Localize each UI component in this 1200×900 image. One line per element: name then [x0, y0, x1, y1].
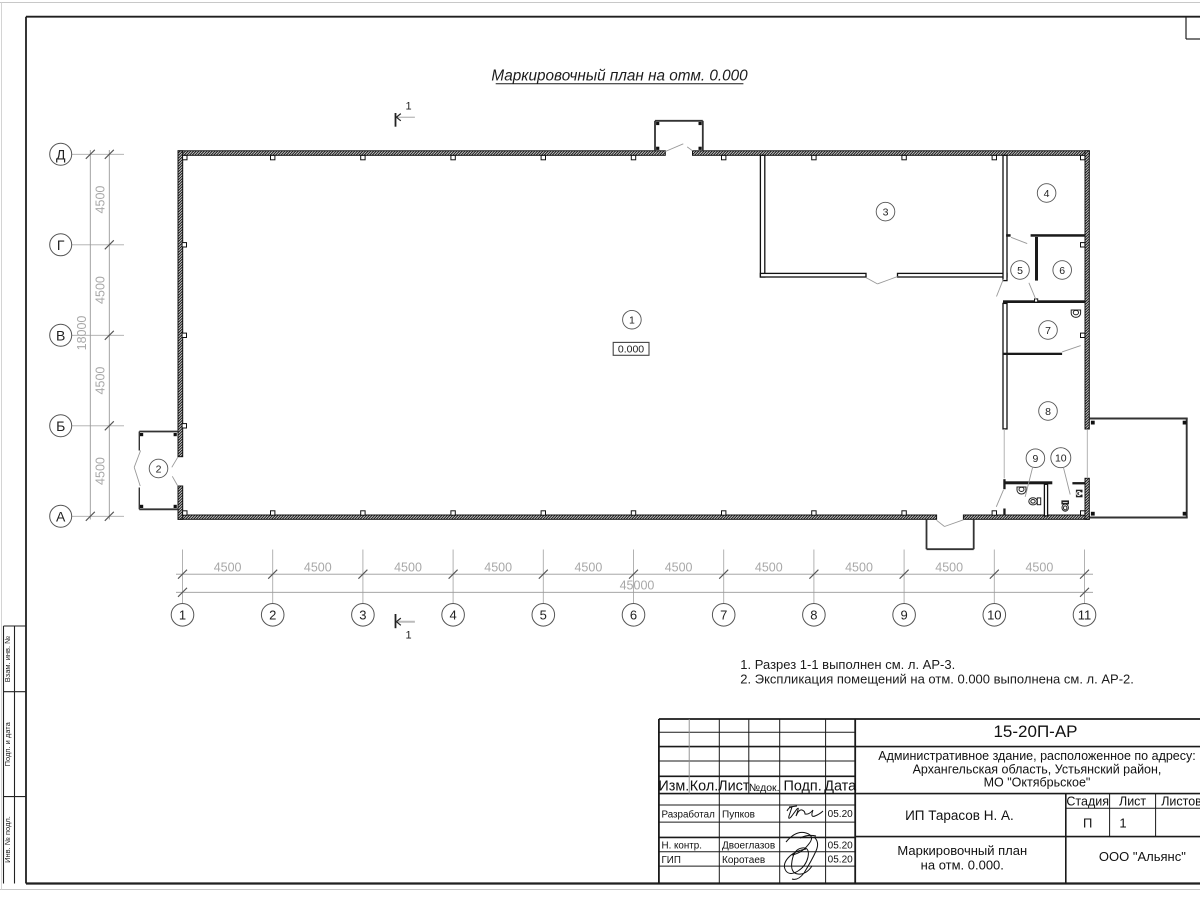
- svg-text:Кол.: Кол.: [690, 778, 718, 794]
- svg-text:05.20: 05.20: [828, 855, 853, 866]
- svg-text:на отм. 0.000.: на отм. 0.000.: [921, 858, 1004, 873]
- svg-text:4: 4: [1044, 188, 1050, 200]
- svg-text:4500: 4500: [574, 561, 602, 575]
- svg-text:05.20: 05.20: [828, 809, 853, 820]
- svg-text:10: 10: [987, 607, 1001, 622]
- svg-text:4500: 4500: [394, 561, 422, 575]
- svg-text:3: 3: [359, 607, 366, 622]
- svg-text:ГИП: ГИП: [662, 855, 681, 866]
- svg-text:5: 5: [540, 607, 547, 622]
- svg-text:Лист: Лист: [1119, 794, 1146, 808]
- svg-text:1: 1: [1119, 816, 1126, 831]
- svg-text:4500: 4500: [304, 561, 332, 575]
- svg-text:Листов: Листов: [1161, 794, 1200, 808]
- svg-text:6: 6: [630, 607, 637, 622]
- svg-text:Разработал: Разработал: [662, 810, 716, 821]
- svg-text:Маркировочный план: Маркировочный план: [897, 843, 1027, 858]
- svg-text:ИП Тарасов Н. А.: ИП Тарасов Н. А.: [905, 808, 1014, 823]
- svg-text:4500: 4500: [94, 457, 108, 485]
- svg-text:Маркировочный план на отм. 0.0: Маркировочный план на отм. 0.000: [491, 67, 748, 84]
- svg-text:45000: 45000: [620, 579, 655, 593]
- svg-text:В: В: [56, 327, 65, 343]
- svg-text:0.000: 0.000: [618, 344, 644, 356]
- svg-text:7: 7: [720, 607, 727, 622]
- svg-text:18000: 18000: [75, 316, 89, 351]
- svg-text:8: 8: [1045, 406, 1051, 418]
- svg-text:4500: 4500: [94, 186, 108, 214]
- svg-text:1: 1: [405, 630, 411, 642]
- svg-text:Д: Д: [56, 146, 66, 162]
- svg-text:Пупков: Пупков: [722, 810, 755, 821]
- svg-text:4500: 4500: [484, 561, 512, 575]
- svg-text:Коротаев: Коротаев: [722, 855, 765, 866]
- svg-text:4500: 4500: [845, 561, 873, 575]
- svg-text:Подп.: Подп.: [783, 778, 821, 794]
- svg-text:2: 2: [156, 463, 162, 475]
- svg-text:Г: Г: [57, 237, 65, 253]
- svg-text:Изм.: Изм.: [658, 778, 689, 794]
- svg-text:Лист: Лист: [718, 778, 750, 794]
- svg-text:Двоеглазов: Двоеглазов: [722, 841, 775, 852]
- svg-text:Стадия: Стадия: [1066, 794, 1109, 808]
- svg-text:1: 1: [179, 607, 186, 622]
- svg-text:2. Экспликация помещений на от: 2. Экспликация помещений на отм. 0.000 в…: [740, 672, 1134, 687]
- svg-text:3: 3: [883, 206, 889, 218]
- svg-text:Подп. и дата: Подп. и дата: [3, 721, 12, 766]
- svg-text:4500: 4500: [1025, 561, 1053, 575]
- svg-text:5: 5: [1017, 265, 1023, 277]
- svg-text:15-20П-АР: 15-20П-АР: [993, 722, 1077, 741]
- svg-text:Инв. № подл.: Инв. № подл.: [3, 816, 12, 863]
- svg-text:1: 1: [405, 101, 411, 113]
- svg-text:1: 1: [629, 315, 635, 327]
- svg-text:Б: Б: [56, 418, 65, 434]
- svg-text:05.20: 05.20: [828, 840, 853, 851]
- svg-text:9: 9: [1032, 453, 1038, 465]
- svg-text:Н. контр.: Н. контр.: [662, 841, 702, 852]
- svg-text:4500: 4500: [214, 561, 242, 575]
- svg-text:11: 11: [1078, 607, 1092, 622]
- svg-text:Взам. инв. №: Взам. инв. №: [3, 636, 12, 682]
- svg-text:ООО "Альянс": ООО "Альянс": [1099, 849, 1186, 864]
- svg-text:4500: 4500: [94, 367, 108, 395]
- svg-text:4500: 4500: [665, 561, 693, 575]
- svg-text:Административное здание, распо: Административное здание, расположенное п…: [878, 749, 1195, 763]
- svg-text:4500: 4500: [94, 276, 108, 304]
- svg-text:№док.: №док.: [749, 782, 780, 794]
- svg-text:Дата: Дата: [824, 778, 856, 794]
- svg-text:Архангельская область, Устьянс: Архангельская область, Устьянский район,: [913, 762, 1162, 776]
- svg-text:10: 10: [1055, 453, 1067, 465]
- svg-text:7: 7: [1045, 325, 1051, 337]
- svg-text:4: 4: [449, 607, 456, 622]
- svg-text:1. Разрез 1-1 выполнен см. л.: 1. Разрез 1-1 выполнен см. л. АР-3.: [740, 657, 955, 672]
- svg-text:4500: 4500: [755, 561, 783, 575]
- svg-text:6: 6: [1059, 265, 1065, 277]
- svg-text:4500: 4500: [935, 561, 963, 575]
- svg-text:П: П: [1083, 816, 1092, 831]
- svg-text:8: 8: [810, 607, 817, 622]
- svg-text:9: 9: [900, 607, 907, 622]
- svg-text:А: А: [56, 508, 66, 524]
- svg-text:2: 2: [269, 607, 276, 622]
- svg-text:МО "Октябрьское": МО "Октябрьское": [984, 776, 1091, 790]
